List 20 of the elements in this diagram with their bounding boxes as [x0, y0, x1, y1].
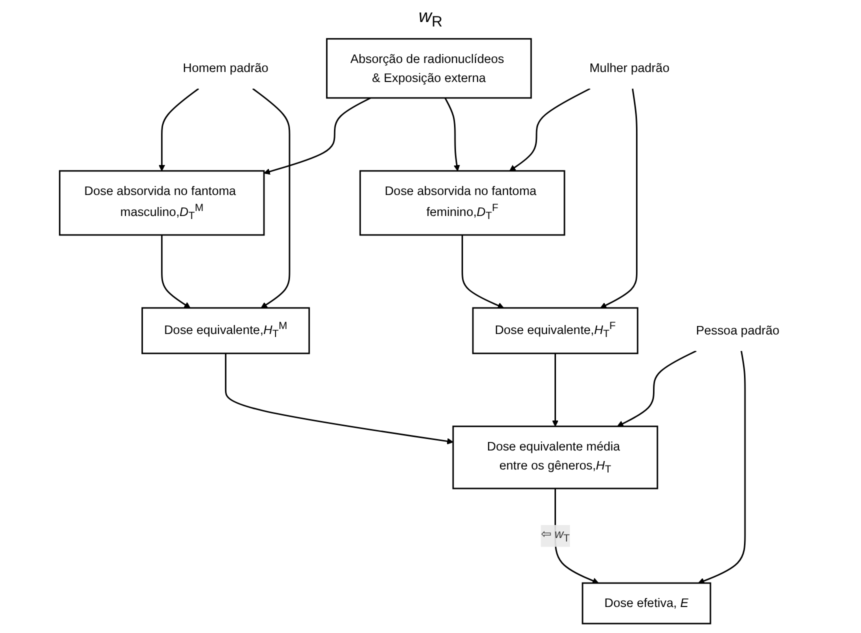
arrow [224, 352, 454, 444]
arrow [698, 350, 746, 584]
node-box: Dose equivalente média entre os gêneros,H$_{T}$ [452, 425, 658, 489]
node-text: Pessoa padrão [696, 323, 780, 338]
weighting-factor-label: w$_{R}$ [418, 6, 442, 26]
node-box: Absorção de radionuclídeos & Exposição externa [326, 38, 532, 98]
edge-label: ⇦ w$_{T}$ [540, 526, 570, 544]
arrow [600, 88, 638, 308]
arrow [264, 96, 371, 174]
node-text: Mulher padrão [589, 60, 670, 75]
arrow [158, 88, 200, 171]
arrow [462, 234, 504, 308]
node-box: Dose efetiva, E [582, 582, 712, 624]
arrow [509, 88, 590, 171]
arrow [161, 234, 191, 308]
arrow [252, 88, 290, 308]
arrow [444, 97, 460, 171]
arrow [552, 352, 558, 426]
node-text: Homem padrão [182, 60, 268, 75]
arrow [617, 350, 697, 426]
